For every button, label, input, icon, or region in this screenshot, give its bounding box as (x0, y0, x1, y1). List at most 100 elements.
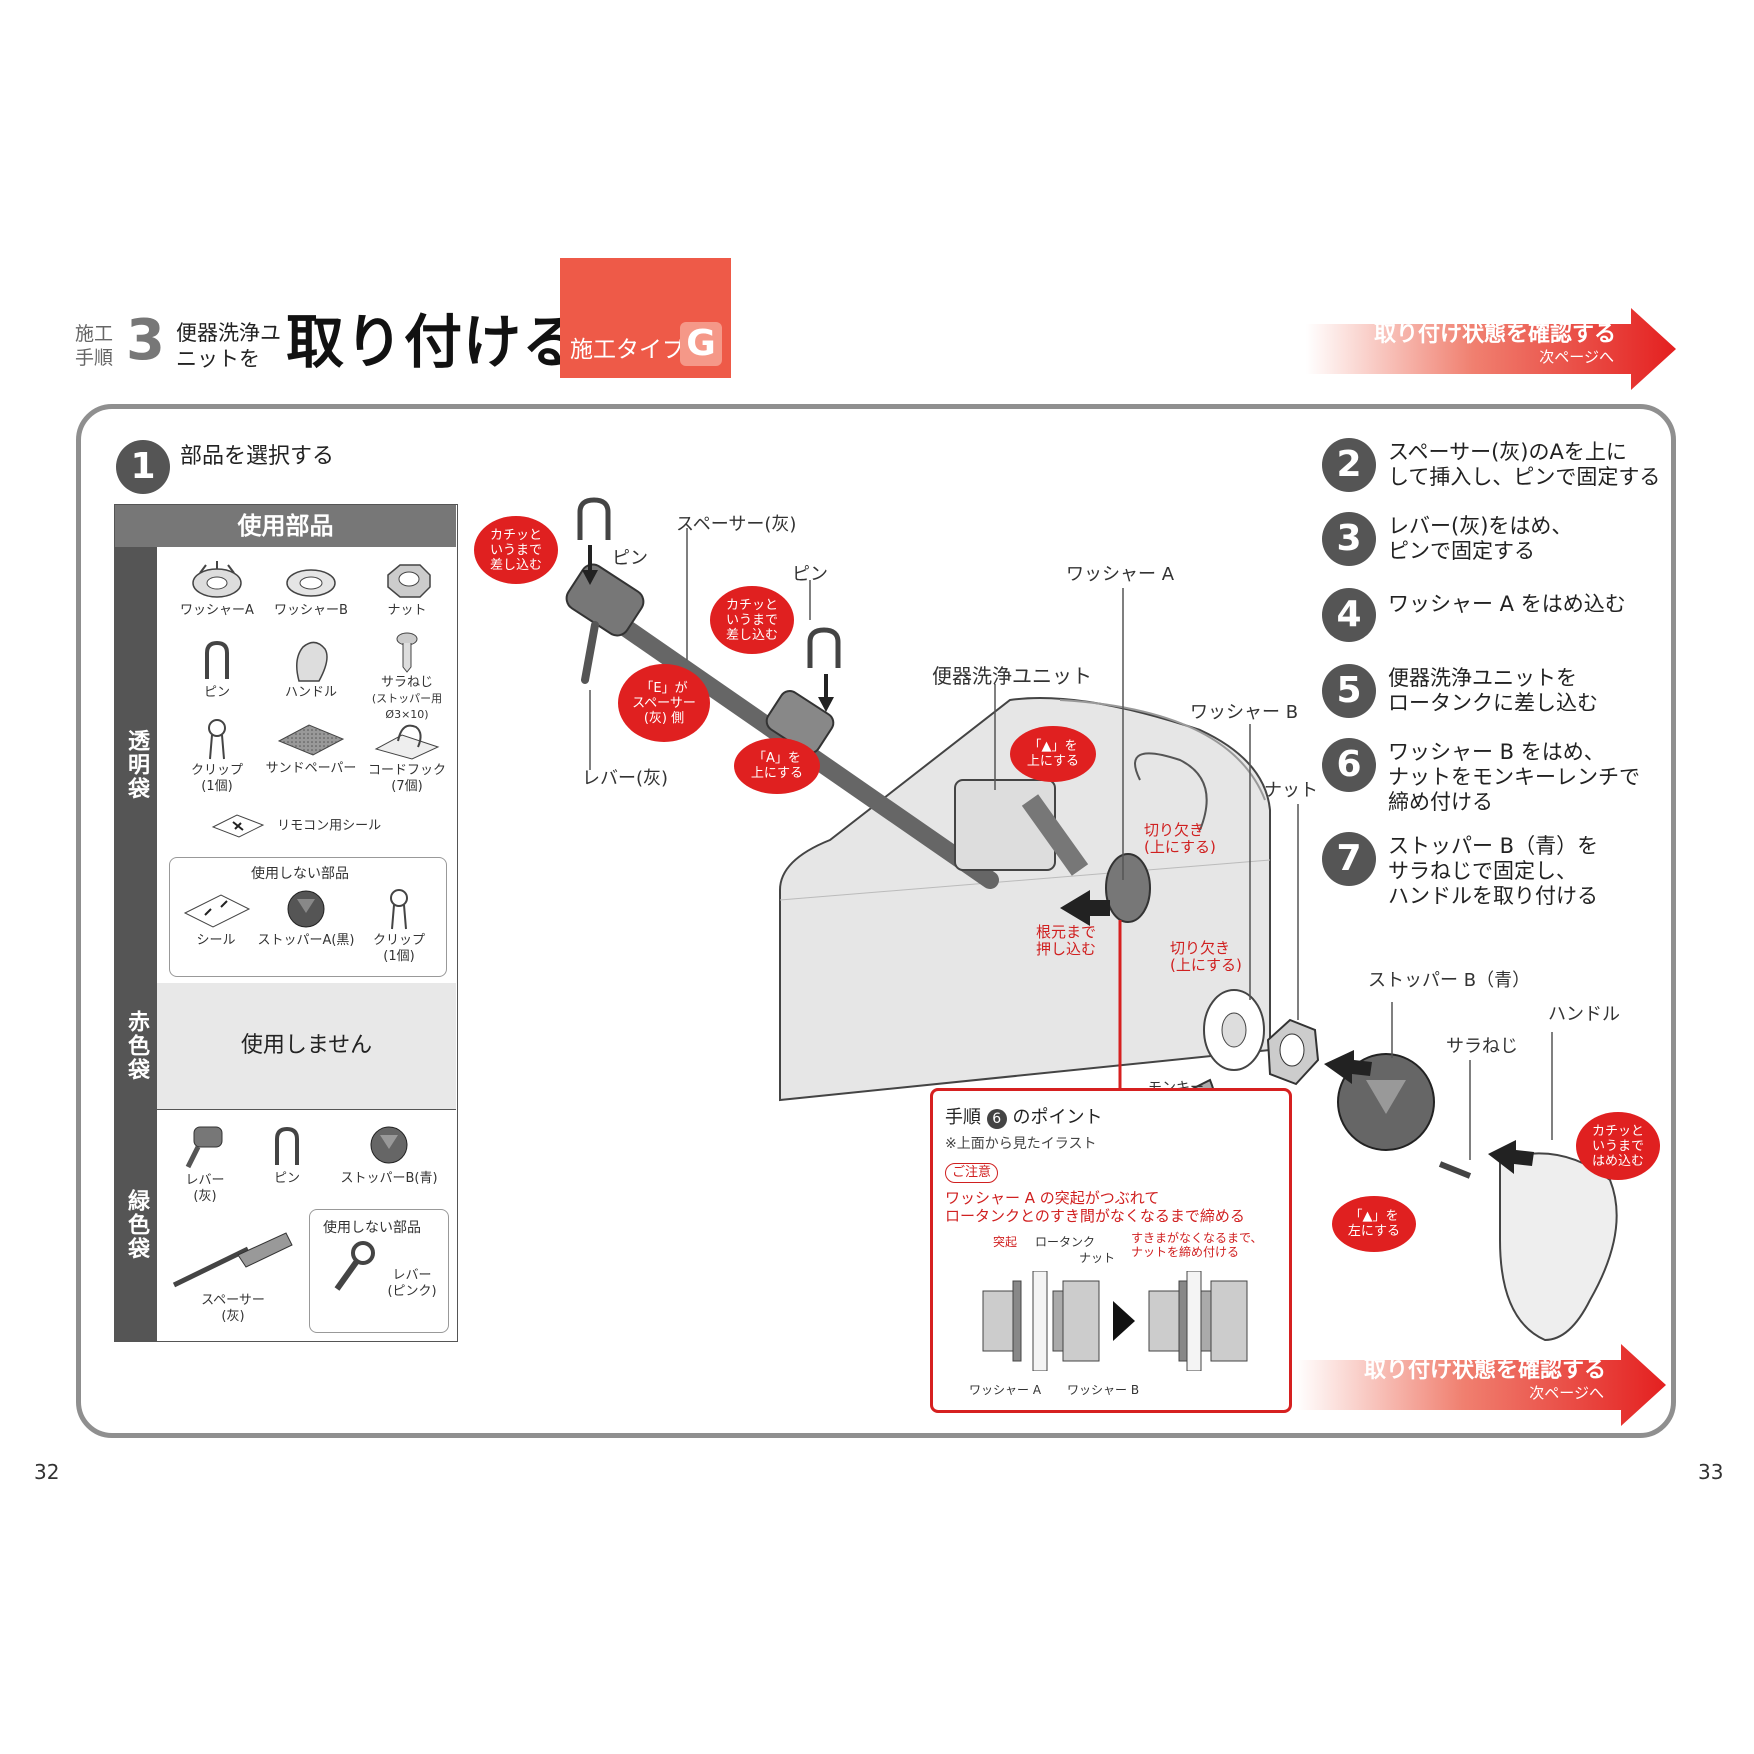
pin-drawing-1 (577, 497, 611, 540)
label-tank: ロータンク (1035, 1235, 1096, 1249)
bag-green-label: 緑色袋 (115, 1109, 157, 1341)
note-notch-2: 切り欠き (上にする) (1170, 939, 1242, 974)
step-7-text: ストッパー B（青）をサラねじで固定し、ハンドルを取り付ける (1388, 834, 1599, 908)
content-frame (76, 404, 1676, 1438)
point-box-title: 手順 6 のポイント (945, 1107, 1103, 1129)
label-pin-1: ピン (612, 548, 648, 569)
step-2-text: スペーサー(灰)のAを上にして挿入し、ピンで固定する (1388, 440, 1661, 489)
label-screw: サラねじ (1446, 1036, 1518, 1057)
part-pin: ピン (169, 639, 265, 701)
pin-icon (205, 640, 229, 679)
part-pin-green: ピン (247, 1125, 327, 1187)
parts-table: 使用部品 透明袋 ワッシャーA ワッシャーB ナット ピン ハンドル サラねじ … (114, 504, 458, 1342)
label-washer-b-small: ワッシャー B (1067, 1383, 1140, 1397)
step-label: 施工手順 (75, 323, 114, 369)
next-page-banner-top[interactable]: 取り付け状態を確認する 次ページへ (1306, 308, 1676, 390)
step-4-text: ワッシャー A をはめ込む (1388, 592, 1626, 616)
caution-line-2: ロータンクとのすき間がなくなるまで締める (945, 1207, 1245, 1225)
label-washer-a: ワッシャー A (1066, 564, 1175, 585)
label-protrusion: 突起 (993, 1235, 1018, 1249)
step-5-text: 便器洗浄ユニットをロータンクに差し込む (1388, 666, 1598, 715)
screw-icon (396, 632, 418, 673)
red-bag-none: 使用しません (157, 983, 456, 1109)
label-tighten: すきまがなくなるまで、 ナットを締め付ける (1131, 1231, 1263, 1259)
label-flush-unit: 便器洗浄ユニット (932, 664, 1092, 688)
next-sub: 次ページへ (1529, 1384, 1604, 1402)
spacer-icon (172, 1232, 293, 1288)
callout-a-up: 「A」を 上にする (734, 738, 820, 794)
page-number-left: 32 (34, 1460, 60, 1484)
callout-click-insert-2: カチッと いうまで 差し込む (710, 586, 794, 654)
label-nut: ナット (1264, 780, 1318, 801)
step-6-point-box: 手順 6 のポイント ※上面から見たイラスト ご注意 ワッシャー A の突起がつ… (930, 1088, 1292, 1413)
part-remote-sticker: リモコン用シール (211, 813, 431, 839)
handle-drawing (1499, 1152, 1618, 1342)
sandpaper-icon (277, 724, 345, 756)
next-title: 取り付け状態を確認する (1373, 322, 1616, 347)
step-5-number: 5 (1322, 664, 1376, 718)
clip-icon (208, 719, 226, 760)
step-6-number: 6 (1322, 738, 1376, 792)
page-number-right: 33 (1698, 1460, 1724, 1484)
step-3-text: レバー(灰)をはめ、ピンで固定する (1388, 514, 1573, 563)
caution-line-1: ワッシャー A の突起がつぶれて (945, 1189, 1160, 1207)
construction-type-letter: G (680, 322, 722, 366)
stopper-b-icon (370, 1126, 408, 1164)
step-6-text: ワッシャー B をはめ、ナットをモンキーレンチで締め付ける (1388, 740, 1640, 814)
step-number: 3 (126, 308, 165, 373)
cord-hook-icon (374, 724, 440, 760)
part-sandpaper: サンドペーパー (257, 721, 365, 777)
note-push-in: 根元まで 押し込む (1036, 923, 1097, 958)
pin-icon (275, 1126, 299, 1165)
cross-section-diagram (982, 1271, 1248, 1371)
unused-part-stopper-a: ストッパーA(黒) (251, 887, 361, 949)
label-washer-b: ワッシャー B (1190, 702, 1299, 723)
step-7-number: 7 (1322, 832, 1376, 886)
washer-a-icon (192, 561, 242, 598)
label-lever: レバー(灰) (582, 768, 669, 789)
unused-part-clip: クリップ (1個) (359, 887, 439, 965)
label-handle: ハンドル (1548, 1004, 1620, 1025)
part-washer-a: ワッシャーA (169, 561, 265, 619)
step-1-label: 部品を選択する (180, 444, 335, 469)
next-page-banner-bottom[interactable]: 取り付け状態を確認する 次ページへ (1296, 1344, 1666, 1426)
bag-separator (115, 1109, 456, 1110)
page-title: 取り付ける (286, 308, 582, 376)
part-handle: ハンドル (263, 639, 359, 701)
point-box-note: ※上面から見たイラスト (945, 1136, 1097, 1152)
banner-arrow-shape (1296, 1344, 1666, 1426)
washer-b-icon (286, 569, 336, 597)
page-subtitle: 便器洗浄ユニットを (176, 321, 281, 371)
part-washer-b: ワッシャーB (263, 561, 359, 619)
next-title: 取り付け状態を確認する (1363, 1358, 1606, 1383)
construction-type-label: 施工タイプ (570, 337, 685, 363)
callout-click-insert-1: カチッと いうまで 差し込む (474, 516, 558, 584)
sticker-icon (183, 894, 251, 928)
lever-head (565, 563, 645, 637)
label-pin-2: ピン (792, 564, 828, 585)
washer-a-drawing (1105, 853, 1151, 923)
green-bag-unused-box (309, 1209, 449, 1333)
label-washer-a-small: ワッシャー A (969, 1383, 1042, 1397)
label-spacer: スペーサー(灰) (676, 514, 797, 535)
label-nut-small: ナット (1079, 1251, 1116, 1265)
bag-red-label: 赤色袋 (115, 983, 157, 1109)
part-stopper-b: ストッパーB(青) (329, 1121, 449, 1187)
note-notch-1: 切り欠き (上にする) (1144, 821, 1216, 856)
part-clip: クリップ (1個) (169, 717, 265, 795)
callout-click-fit: カチッと いうまで はめ込む (1576, 1112, 1660, 1180)
pin-drawing-2 (807, 627, 841, 668)
remote-sticker-icon (211, 814, 265, 838)
lever-pink-icon (334, 1241, 376, 1291)
clear-bag-unused-title: 使用しない部品 (251, 866, 349, 882)
callout-triangle-up: 「▲」を 上にする (1010, 726, 1096, 782)
nut-icon (387, 564, 431, 598)
step-2-number: 2 (1322, 438, 1376, 492)
green-bag-unused-title: 使用しない部品 (323, 1220, 421, 1236)
handle-icon (296, 641, 328, 682)
step-3-number: 3 (1322, 512, 1376, 566)
caution-badge: ご注意 (945, 1163, 999, 1183)
callout-triangle-left: 「▲」を 左にする (1332, 1196, 1416, 1252)
callout-e-side: 「E」が スペーサー (灰) 側 (618, 664, 710, 742)
